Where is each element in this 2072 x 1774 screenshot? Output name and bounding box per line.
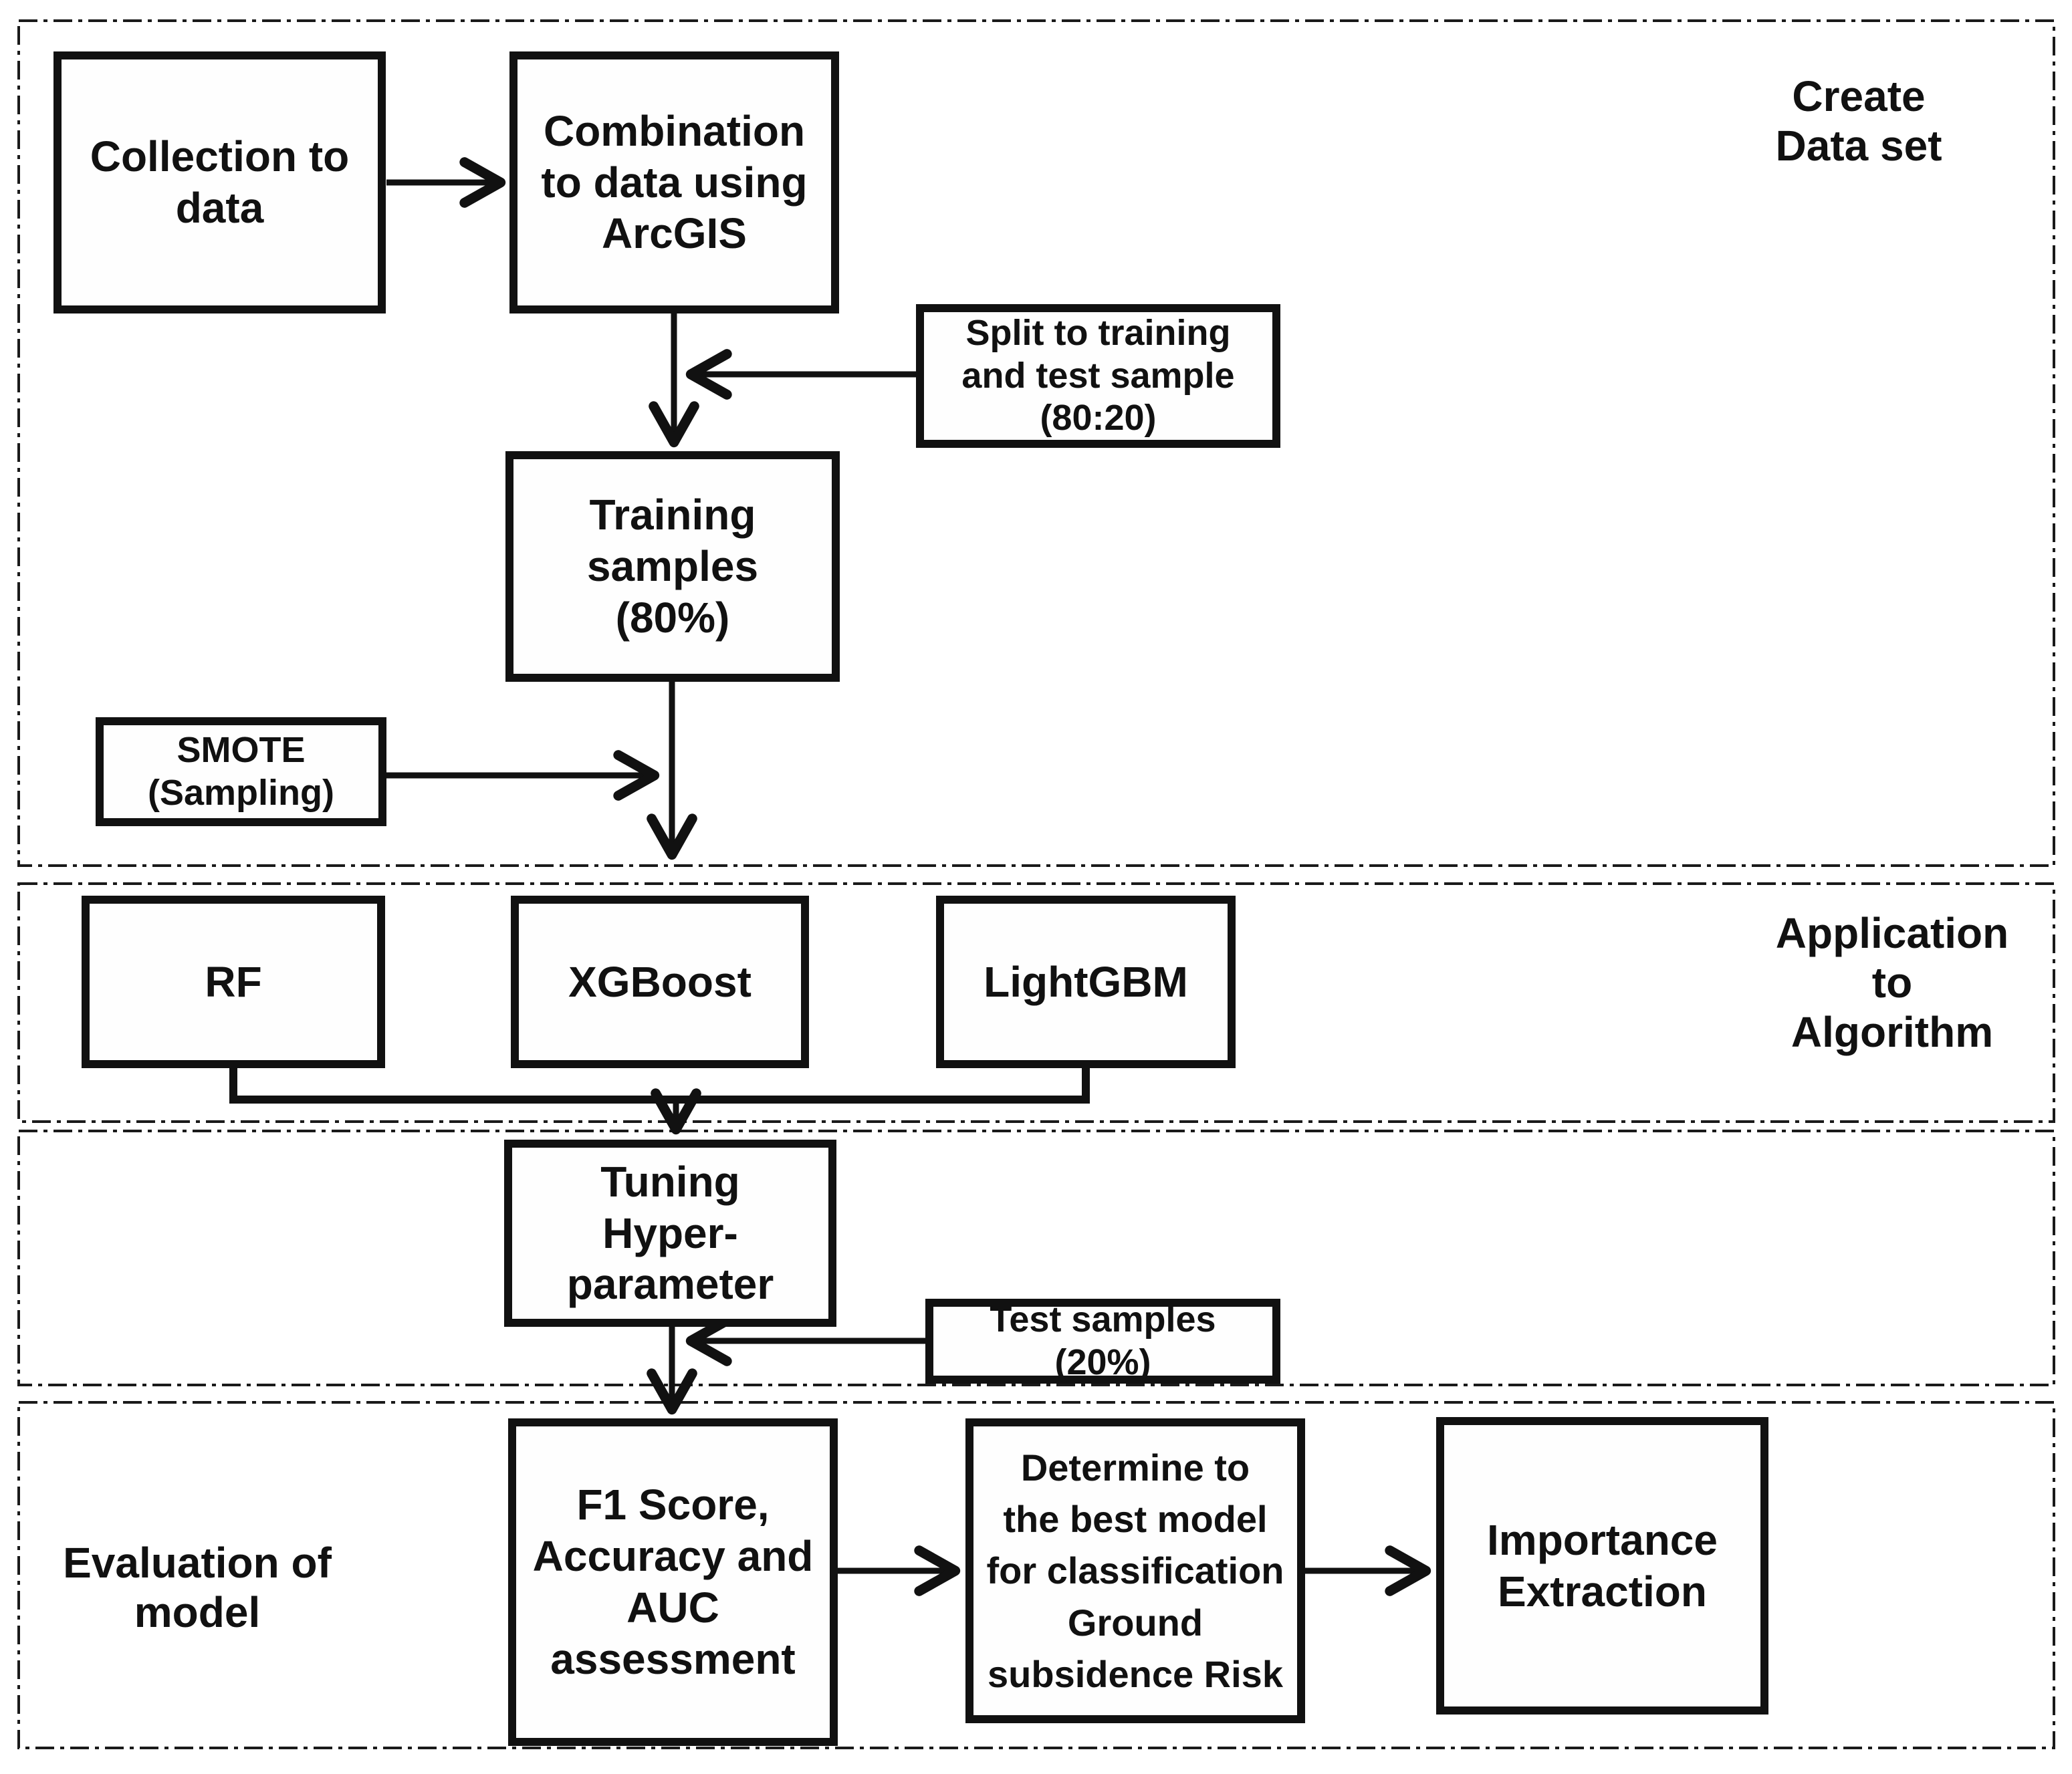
section-evaluation-border (17, 1401, 2055, 1749)
node-xgboost: XGBoost (511, 896, 809, 1068)
section-label-evaluation-model: Evaluation of model (63, 1539, 332, 1637)
node-smote-sampling: SMOTE (Sampling) (96, 717, 386, 826)
node-combination-arcgis: Combination to data using ArcGIS (509, 51, 839, 313)
node-test-samples: Test samples (20%) (925, 1299, 1280, 1384)
node-f1-accuracy-auc: F1 Score, Accuracy and AUC assessment (508, 1418, 838, 1746)
node-collection-to-data: Collection to data (53, 51, 386, 313)
section-label-create-dataset: Create Data set (1775, 72, 1942, 170)
node-importance-extraction: Importance Extraction (1436, 1417, 1768, 1715)
node-rf: RF (82, 896, 385, 1068)
section-create-dataset-border (17, 19, 2055, 867)
node-lightgbm: LightGBM (936, 896, 1236, 1068)
section-tuning-border (17, 1130, 2055, 1386)
node-split-train-test: Split to training and test sample (80:20… (916, 304, 1280, 448)
section-label-application-algorithm: Application to Algorithm (1775, 909, 2009, 1057)
node-training-samples: Training samples (80%) (505, 451, 840, 682)
node-determine-best-model: Determine to the best model for classifi… (965, 1418, 1305, 1723)
section-application-algorithm-border (17, 882, 2055, 1123)
node-tuning-hyperparameter: Tuning Hyper- parameter (504, 1140, 836, 1327)
connector-rf-lightgbm-merge (229, 1068, 1090, 1104)
